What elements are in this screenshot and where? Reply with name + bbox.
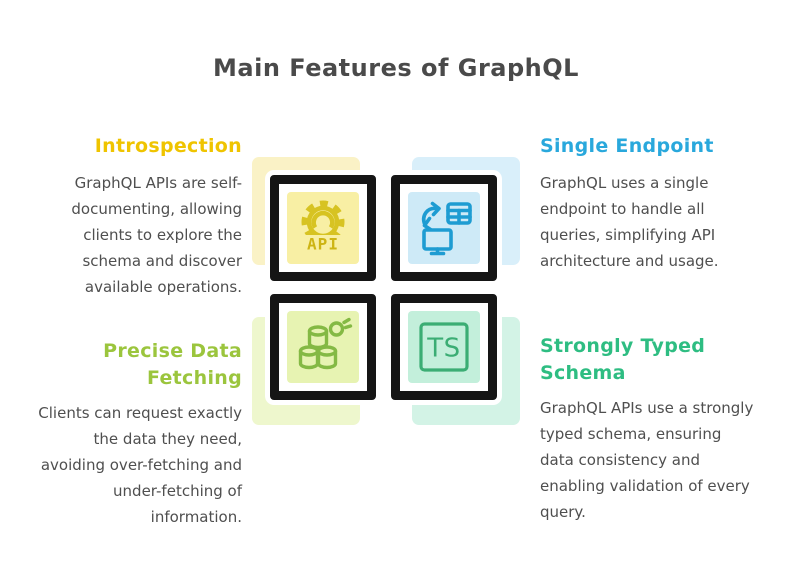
strongly-typed-schema-icon-card: TS <box>391 294 497 400</box>
introspection-heading: Introspection <box>94 135 242 157</box>
page-title: Main Features of GraphQL <box>213 54 579 82</box>
section-single-endpoint: Single Endpoint GraphQL uses a single en… <box>540 133 756 274</box>
precise-data-fetching-body: Clients can request exactly the data the… <box>38 404 242 526</box>
section-introspection: Introspection GraphQL APIs are self-docu… <box>26 133 242 300</box>
introspection-icon-card: API <box>270 175 376 281</box>
quadrant-graphic: API <box>252 157 520 425</box>
section-precise-data-fetching: Precise Data Fetching Clients can reques… <box>26 338 242 530</box>
ts-label: TS <box>426 334 460 364</box>
precise-data-fetching-icon-card <box>270 294 376 400</box>
section-strongly-typed-schema: Strongly Typed Schema GraphQL APIs use a… <box>540 333 756 525</box>
precise-data-fetching-heading: Precise Data Fetching <box>103 340 242 389</box>
sync-table-monitor-icon <box>408 192 480 264</box>
single-endpoint-icon-card <box>391 175 497 281</box>
introspection-body: GraphQL APIs are self-documenting, allow… <box>71 174 242 296</box>
api-label: API <box>307 235 339 254</box>
api-gear-icon: API <box>287 192 359 264</box>
single-endpoint-body: GraphQL uses a single endpoint to handle… <box>540 174 719 270</box>
typescript-badge-icon: TS <box>408 311 480 383</box>
single-endpoint-heading: Single Endpoint <box>540 135 714 157</box>
strongly-typed-schema-heading: Strongly Typed Schema <box>540 335 706 384</box>
strongly-typed-schema-body: GraphQL APIs use a strongly typed schema… <box>540 399 754 521</box>
database-stack-icon <box>287 311 359 383</box>
